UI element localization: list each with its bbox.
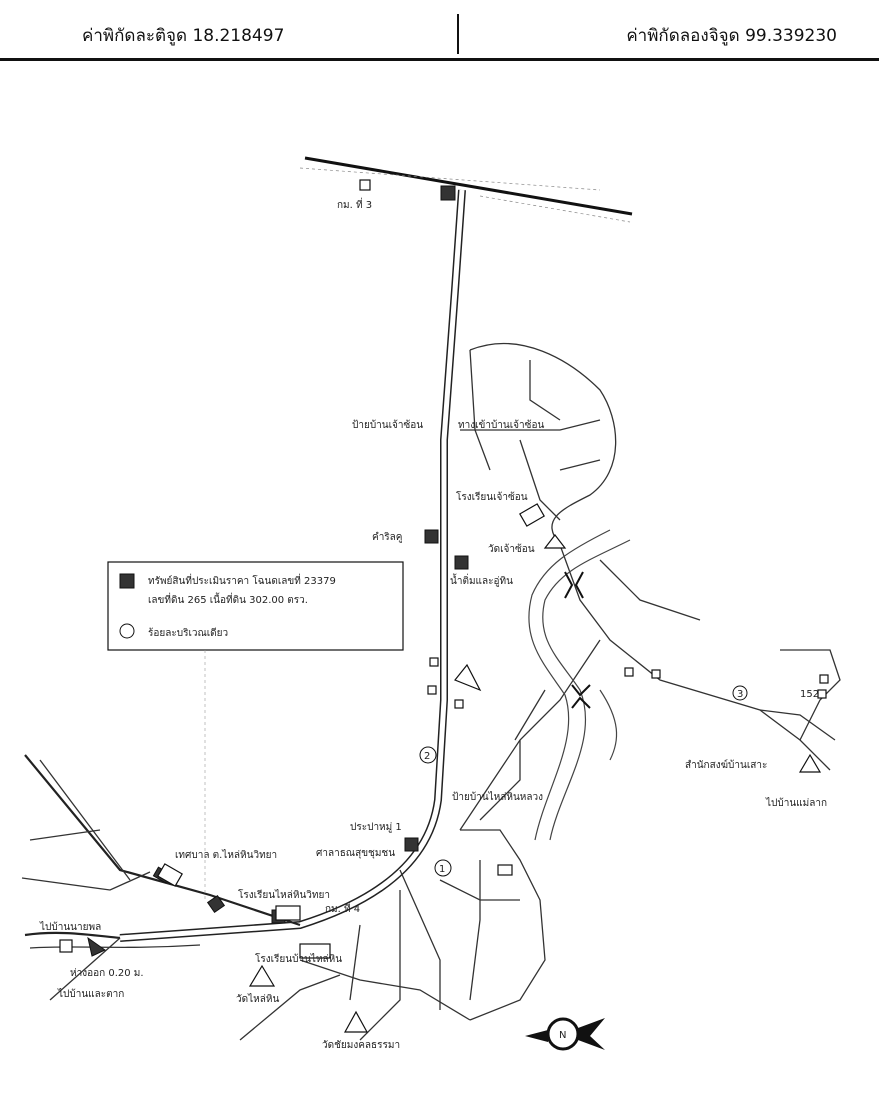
label-thesaban: เทศบาล ต.ไหล่หินวิทยา [175, 849, 277, 861]
route-markers: 2 1 3 [419, 685, 748, 877]
compass-icon: N [525, 1017, 605, 1051]
buildings [59, 179, 829, 959]
label-sala-pracha: ศาลาธณสุขชุมชน [316, 848, 395, 859]
label-phu-pha: ไปบ้านนายพล [39, 921, 101, 933]
main-road [119, 189, 466, 942]
label-wat-chao-sum: วัดเจ้าซ้อน [488, 543, 535, 555]
route-marker-1: 1 [439, 864, 445, 875]
river [528, 529, 631, 841]
header-bar: ค่าพิกัดละติจูด 18.218497 ค่าพิกัดลองจิจ… [0, 0, 879, 61]
legend: ทรัพย์สินที่ประเมินราคา โฉนดเลขที่ 23379… [107, 561, 404, 900]
label-school-lai-hin: โรงเรียนไหล่หินวิทยา [238, 888, 330, 901]
top-highway [299, 156, 633, 223]
map-labels: กม. ที่ 3 ป้ายบ้านเจ้าซ้อน ทางเข้าบ้านเจ… [39, 197, 827, 1051]
label-kham-lot: คำริลคู [372, 532, 403, 543]
legend-item1-line1: ทรัพย์สินที่ประเมินราคา โฉนดเลขที่ 23379 [148, 573, 336, 587]
legend-circle-swatch [119, 623, 135, 639]
label-ban-mai-hin: ป้ายบ้านไหล่หินหลวง [452, 791, 543, 803]
label-km14: กม. ที่ 4 [325, 901, 360, 915]
label-office-lai-hin: สำนักสงฆ์บ้านเสาะ [685, 759, 767, 771]
header-divider [457, 14, 459, 54]
legend-parcel-swatch [119, 573, 135, 589]
label-pracha-bun: ประปาหมู่ 1 [350, 822, 402, 833]
label-nam-tim: น้ำติ่มและอู่ทิน [450, 573, 513, 587]
legend-item2: ร้อยละบริเวณเดียว [148, 627, 228, 639]
route-marker-2: 2 [424, 751, 430, 762]
compass-label: N [559, 1030, 566, 1041]
label-km-bottom: ห่างออก 0.20 ม. [70, 968, 144, 979]
label-school-chao-sum: โรงเรียนเจ้าซ้อน [456, 490, 528, 503]
location-map: 2 1 3 กม. ที่ 3 ป้ายบ้านเจ้าซ้อน ทางเข้า… [21, 156, 841, 1051]
legend-item1-line2: เลขที่ดิน 265 เนื้อที่ดิน 302.00 ตรว. [148, 592, 308, 606]
route-marker-3: 3 [737, 689, 743, 700]
latitude-label: ค่าพิกัดละติจูด 18.218497 [82, 26, 285, 46]
temple-icons [248, 534, 822, 1033]
label-school-chum: โรงเรียนบ้านไหล่หิน [255, 952, 342, 965]
label-wat-bottom: วัดชัยมงคลธรรมา [322, 1040, 400, 1051]
longitude-label: ค่าพิกัดลองจิจูด 99.339230 [626, 26, 837, 46]
label-km3: กม. ที่ 3 [337, 197, 372, 211]
label-152: 152 [800, 689, 819, 700]
village-roads [239, 342, 841, 1041]
bridge-marks [564, 571, 591, 709]
label-sutthi: ไปบ้านและตาก [57, 988, 124, 1000]
label-wat-lai-hin: วัดไหล่หิน [236, 993, 279, 1005]
label-ban-chao-sum: ป้ายบ้านเจ้าซ้อน [352, 419, 423, 431]
label-mon-ban: ไปบ้านแม่ลาก [765, 797, 827, 809]
label-tang-khao-ban: ทางเข้าบ้านเจ้าซ้อน [458, 419, 544, 431]
